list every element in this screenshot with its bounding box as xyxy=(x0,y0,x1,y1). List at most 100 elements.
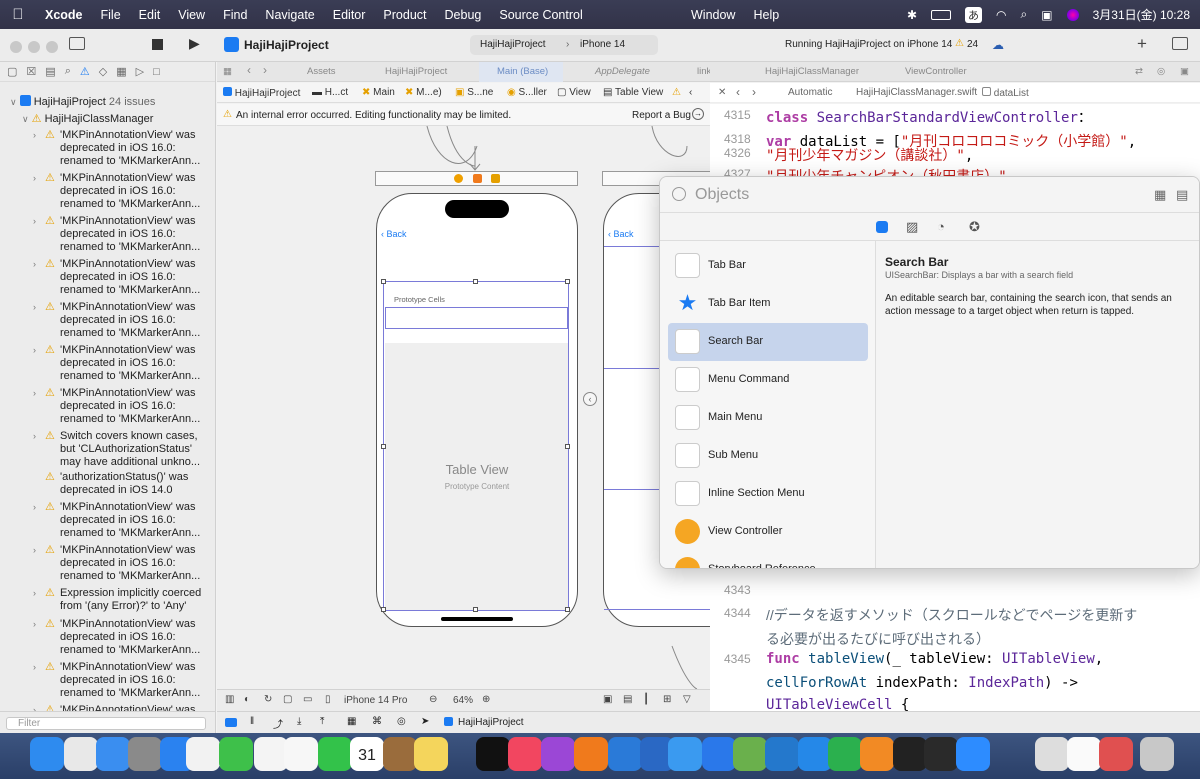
crumb-table-view[interactable]: ▤ Table View xyxy=(603,87,664,98)
add-library-button[interactable]: + xyxy=(1137,34,1147,53)
issue-tree-group[interactable]: ∨ ⚠ HajiHajiClassManager xyxy=(22,112,153,125)
library-item-tab-bar[interactable]: Tab Bar xyxy=(668,247,868,285)
siri-icon[interactable] xyxy=(1066,8,1079,21)
view-controller-icon[interactable] xyxy=(454,174,463,183)
close-editor-icon[interactable]: ✕ xyxy=(718,87,727,98)
menu-navigate[interactable]: Navigate xyxy=(265,7,315,22)
menu-find[interactable]: Find xyxy=(223,7,248,22)
inspector-toggle-icon[interactable] xyxy=(1172,37,1188,50)
library-search[interactable]: Objects ▦ ▤ xyxy=(660,177,1199,213)
dock-calendar-icon[interactable]: 31 xyxy=(350,737,384,771)
zoom-in-icon[interactable]: ⊕ xyxy=(482,694,491,705)
code-line[interactable]: var dataList = ["月刊コロコロコミック（小学館）", xyxy=(766,131,1136,151)
environment-icon[interactable]: ◎ xyxy=(397,716,406,727)
location-icon[interactable]: ➤ xyxy=(421,716,430,727)
colors-tab-icon[interactable]: ◔ xyxy=(937,219,945,234)
symbol-icon[interactable]: ▤ xyxy=(45,66,56,78)
dock-preview-icon[interactable] xyxy=(1035,737,1069,771)
menu-file[interactable]: File xyxy=(100,7,121,22)
find-icon[interactable]: ⌕ xyxy=(64,65,71,77)
crumb-view[interactable]: ▢ View xyxy=(557,87,591,98)
dock-keynote-icon[interactable] xyxy=(798,737,832,771)
apple-icon[interactable]:  xyxy=(0,6,36,23)
favorites-tab-icon[interactable]: ✪ xyxy=(969,219,980,234)
warning-icon[interactable]: ⚠ xyxy=(955,38,964,49)
test-icon[interactable]: ◇ xyxy=(98,66,108,78)
first-responder-icon[interactable] xyxy=(473,174,482,183)
menubar-clock[interactable]: 3月31日(金) 10:28 xyxy=(1092,8,1190,22)
library-item-view-controller[interactable]: View Controller xyxy=(668,513,868,551)
spotlight-icon[interactable]: ⌕ xyxy=(1020,7,1028,21)
dock-files-icon[interactable] xyxy=(668,737,702,771)
dock-kotoeri-icon[interactable] xyxy=(1099,737,1133,771)
tab-appdelegate[interactable]: AppDelegate xyxy=(595,66,650,77)
dock-system-settings-icon[interactable] xyxy=(128,737,162,771)
menu-edit[interactable]: Edit xyxy=(138,7,161,22)
crumb-main-base[interactable]: ✖ M...e) xyxy=(405,87,442,98)
resize-handle[interactable] xyxy=(381,444,386,449)
menu-product[interactable]: Product xyxy=(383,7,427,22)
memory-graph-icon[interactable]: ⌘ xyxy=(372,716,382,727)
step-out-icon[interactable]: ⤒ xyxy=(320,716,325,727)
crumb-main[interactable]: ✖ Main xyxy=(362,87,395,98)
dock-notes-icon[interactable] xyxy=(414,737,448,771)
disclosure-closed-icon[interactable]: › xyxy=(33,431,36,441)
exit-icon[interactable] xyxy=(491,174,500,183)
nav-back-button[interactable]: ‹ Back xyxy=(608,229,634,239)
bluetooth-icon[interactable]: ✱ xyxy=(906,7,918,22)
report-arrow-icon[interactable]: → xyxy=(692,108,704,120)
tab-project[interactable]: HajiHajiProject xyxy=(385,66,448,77)
dock-pages-icon[interactable] xyxy=(860,737,894,771)
report-bug-button[interactable]: Report a Bug xyxy=(632,110,691,121)
dock-github-desktop-icon[interactable] xyxy=(893,737,927,771)
size-icon[interactable]: ▭ xyxy=(303,694,313,705)
forward-arrow-icon[interactable]: › xyxy=(752,85,756,99)
prev-issue-icon[interactable]: ‹ xyxy=(689,87,693,98)
back-arrow-icon[interactable]: ‹ xyxy=(247,63,251,77)
dock-podcasts-icon[interactable] xyxy=(541,737,575,771)
dock-chrome-icon[interactable] xyxy=(186,737,220,771)
forward-arrow-icon[interactable]: › xyxy=(263,63,267,77)
dock-facetime-icon[interactable] xyxy=(318,737,352,771)
storyboard-canvas[interactable]: ‹ Back Prototype Cells Table View Protot… xyxy=(217,126,710,689)
list-view-icon[interactable]: ▤ xyxy=(1176,187,1189,202)
menu-debug[interactable]: Debug xyxy=(444,7,482,22)
dock-textedit-icon[interactable] xyxy=(1067,737,1101,771)
tab-main-storyboard[interactable]: Main (Base) xyxy=(479,62,563,82)
dock-numbers-icon[interactable] xyxy=(828,737,862,771)
resize-handle[interactable] xyxy=(565,444,570,449)
library-item-search-bar[interactable]: Search Bar xyxy=(668,323,868,361)
step-into-icon[interactable]: ⤓ xyxy=(297,716,302,727)
dock-messages-icon[interactable] xyxy=(219,737,253,771)
device-name[interactable]: iPhone 14 xyxy=(580,39,626,50)
breakpoint-icon[interactable]: ▷ xyxy=(135,66,145,78)
library-item-tab-bar-item[interactable]: ★Tab Bar Item xyxy=(668,285,868,323)
disclosure-closed-icon[interactable]: › xyxy=(33,662,36,672)
resize-handle[interactable] xyxy=(381,607,386,612)
disclosure-open-icon[interactable]: ∨ xyxy=(22,114,29,124)
pause-icon[interactable]: ‖ xyxy=(250,716,255,727)
orientation-icon[interactable]: ↻ xyxy=(264,694,273,705)
grid-view-icon[interactable]: ▦ xyxy=(1154,187,1167,202)
document-outline-icon[interactable]: ▥ xyxy=(225,694,235,705)
media-tab-icon[interactable]: ▨ xyxy=(906,219,919,234)
code-line[interactable]: UITableViewCell { xyxy=(766,697,909,711)
code-line[interactable]: func tableView(_ tableView: UITableView, xyxy=(766,651,1103,667)
source-control-icon[interactable]: ☒ xyxy=(26,66,37,78)
disclosure-closed-icon[interactable]: › xyxy=(33,588,36,598)
segue-icon[interactable]: ‹ xyxy=(583,392,597,406)
battery-icon[interactable] xyxy=(931,9,952,20)
menu-source-control[interactable]: Source Control xyxy=(499,7,583,22)
dock-books-icon[interactable] xyxy=(574,737,608,771)
table-view[interactable]: Prototype Cells Table View Prototype Con… xyxy=(381,279,570,612)
debug-icon[interactable]: ▦ xyxy=(116,66,127,78)
resize-handle[interactable] xyxy=(565,607,570,612)
dock-finder-icon[interactable] xyxy=(30,737,64,771)
dock-launchpad-icon[interactable] xyxy=(64,737,98,771)
code-line[interactable]: //データを返すメソッド（スクロールなどでページを更新す xyxy=(766,605,1137,625)
crumb-project[interactable]: HajiHajiProject xyxy=(223,87,300,99)
report-icon[interactable]: □ xyxy=(153,65,160,78)
folder-icon[interactable]: ▢ xyxy=(7,66,18,78)
crumb-swift-file[interactable]: HajiHajiClassManager.swift xyxy=(856,87,978,98)
